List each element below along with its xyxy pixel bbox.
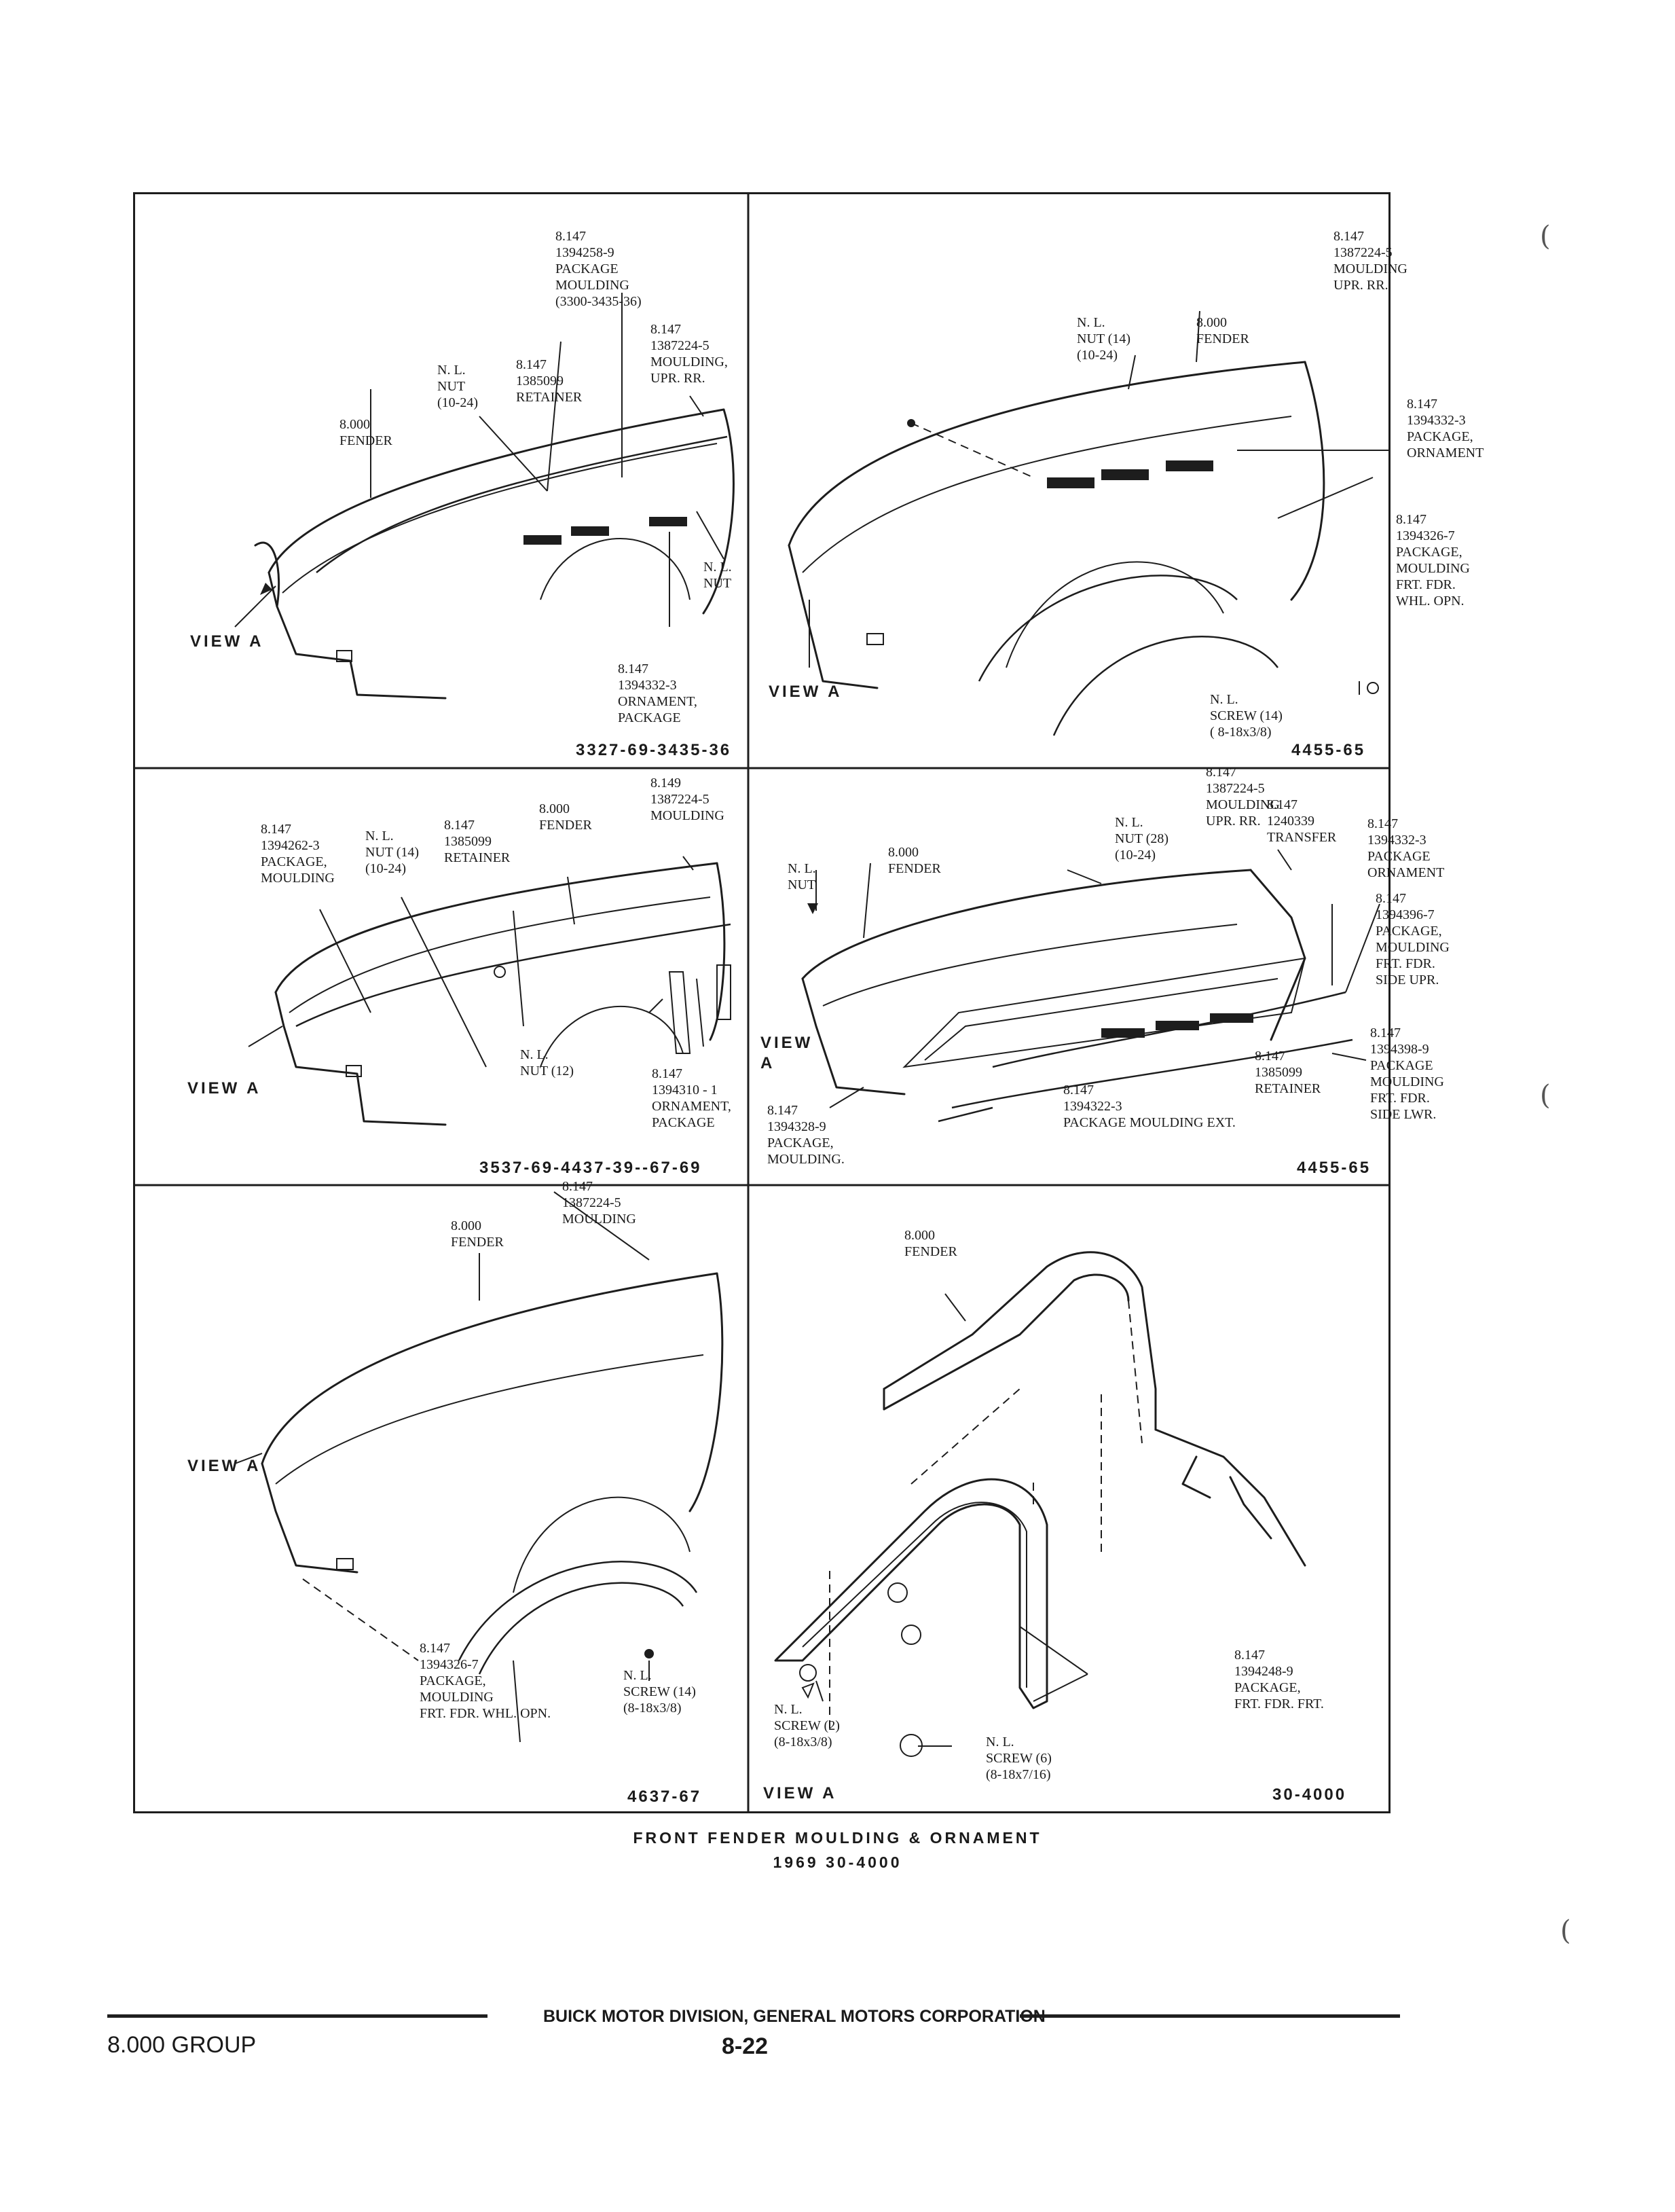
label-screw-6: N. L. SCREW (6) (8-18x7/16) bbox=[986, 1735, 1052, 1782]
figure-caption-title: FRONT FENDER MOULDING & ORNAMENT bbox=[633, 1829, 1042, 1847]
parts-diagram-grid: 8.147 1394258-9 PACKAGE MOULDING (3300-3… bbox=[133, 192, 1484, 1813]
label-screw: N. L. SCREW (14) ( 8-18x3/8) bbox=[1210, 692, 1283, 740]
footer-page-number: 8-22 bbox=[722, 2033, 769, 2059]
margin-mark: ( bbox=[1540, 221, 1551, 252]
panel-4-drawing bbox=[801, 849, 1380, 1123]
panel-6-drawing bbox=[774, 1251, 1306, 1757]
margin-mark: ( bbox=[1560, 1915, 1571, 1946]
label-package-moulding: 8.147 1394262-3 PACKAGE, MOULDING bbox=[261, 822, 335, 886]
view-a-label: VIEW A bbox=[187, 1079, 261, 1098]
footer-company: BUICK MOTOR DIVISION, GENERAL MOTORS COR… bbox=[543, 2007, 1046, 2026]
view-a-label: VIEW A bbox=[763, 1784, 837, 1802]
label-nut: N. L. NUT (14) (10-24) bbox=[1077, 315, 1131, 363]
panel-6-caption: 30-4000 bbox=[1272, 1785, 1347, 1804]
label-package-ornament: 8.147 1394332-3 PACKAGE, ORNAMENT bbox=[1407, 397, 1484, 460]
label-nut-right: N. L. NUT bbox=[703, 560, 732, 591]
panel-3: 8.149 1387224-5 MOULDING 8.000 FENDER 8.… bbox=[133, 768, 748, 1185]
panel-1-caption: 3327-69-3435-36 bbox=[576, 741, 732, 759]
grid-lines bbox=[133, 192, 1391, 1813]
label-fender: 8.000 FENDER bbox=[451, 1218, 504, 1250]
panel-6: 8.000 FENDER 8.147 1394248-9 PACKAGE, FR… bbox=[748, 1185, 1391, 1813]
panel-5-drawing bbox=[234, 1191, 724, 1743]
label-package-moulding-whl-opn: 8.147 1394326-7 PACKAGE, MOULDING FRT. F… bbox=[1396, 512, 1470, 609]
panel-3-caption: 3537-69-4437-39--67-69 bbox=[479, 1159, 702, 1177]
label-ornament-package: 8.147 1394310 - 1 ORNAMENT, PACKAGE bbox=[652, 1066, 731, 1130]
view-a-label: VIEW A bbox=[190, 632, 264, 651]
panel-2-drawing bbox=[788, 310, 1391, 736]
label-screw-2: N. L. SCREW (2) (8-18x3/8) bbox=[774, 1702, 840, 1749]
label-package-moulding: 8.147 1394258-9 PACKAGE MOULDING (3300-3… bbox=[555, 229, 642, 309]
label-nut-28: N. L. NUT (28) (10-24) bbox=[1115, 815, 1169, 863]
label-package-moulding: 8.147 1394328-9 PACKAGE, MOULDING. bbox=[767, 1103, 845, 1167]
label-moulding-upr-rr: 8.147 1387224-5 MOULDING, UPR. RR. bbox=[650, 322, 728, 386]
label-moulding-side-upr: 8.147 1394396-7 PACKAGE, MOULDING FRT. F… bbox=[1376, 891, 1450, 987]
label-fender: 8.000 FENDER bbox=[539, 801, 592, 833]
label-package-moulding-whl-opn: 8.147 1394326-7 PACKAGE, MOULDING FRT. F… bbox=[420, 1641, 551, 1721]
label-nut: N. L. NUT (14) (10-24) bbox=[365, 829, 420, 876]
label-package-frt-fdr-frt: 8.147 1394248-9 PACKAGE, FRT. FDR. FRT. bbox=[1234, 1648, 1324, 1711]
label-fender: 8.000 FENDER bbox=[339, 417, 392, 448]
view-a-label: VIEW A bbox=[760, 1034, 813, 1072]
figure-caption: FRONT FENDER MOULDING & ORNAMENT 1969 30… bbox=[0, 1826, 1675, 1874]
panel-3-drawing bbox=[248, 856, 731, 1126]
footer-group: 8.000 GROUP bbox=[107, 2032, 257, 2058]
view-a-label: VIEW A bbox=[187, 1457, 261, 1475]
footer-rule-left bbox=[107, 2014, 487, 2018]
panel-2-caption: 4455-65 bbox=[1291, 741, 1366, 759]
panel-1: 8.147 1394258-9 PACKAGE MOULDING (3300-3… bbox=[133, 192, 748, 768]
label-moulding: 8.147 1387224-5 MOULDING bbox=[562, 1179, 636, 1227]
panel-4-caption: 4455-65 bbox=[1297, 1159, 1372, 1177]
label-nut: N. L. NUT bbox=[788, 861, 816, 892]
panel-4: 8.147 1387224-5 MOULDING UPR. RR. 8.147 … bbox=[748, 765, 1450, 1185]
label-package-ornament: 8.147 1394332-3 PACKAGE ORNAMENT bbox=[1367, 816, 1445, 880]
label-nut: N. L. NUT (10-24) bbox=[437, 363, 478, 410]
panel-5-caption: 4637-67 bbox=[627, 1788, 702, 1806]
label-moulding-upr-rr: 8.147 1387224-5 MOULDING UPR. RR. bbox=[1206, 765, 1280, 829]
figure-caption-subtitle: 1969 30-4000 bbox=[773, 1853, 902, 1871]
footer-rule-right bbox=[1020, 2014, 1400, 2018]
label-retainer: 8.147 1385099 RETAINER bbox=[516, 357, 583, 405]
label-fender: 8.000 FENDER bbox=[1196, 315, 1249, 346]
label-moulding-side-lwr: 8.147 1394398-9 PACKAGE MOULDING FRT. FD… bbox=[1370, 1026, 1444, 1122]
view-a-label: VIEW A bbox=[769, 683, 843, 701]
label-retainer: 8.147 1385099 RETAINER bbox=[1255, 1049, 1321, 1096]
label-moulding-upr-rr: 8.147 1387224-5 MOULDING UPR. RR. bbox=[1333, 229, 1407, 293]
panel-2: 8.147 1387224-5 MOULDING UPR. RR. N. L. … bbox=[748, 192, 1484, 768]
label-nut-12: N. L. NUT (12) bbox=[520, 1047, 574, 1078]
label-retainer: 8.147 1385099 RETAINER bbox=[444, 818, 511, 865]
panel-1-drawing bbox=[234, 293, 735, 700]
label-transfer: 8.147 1240339 TRANSFER bbox=[1267, 797, 1337, 845]
panel-5: 8.147 1387224-5 MOULDING 8.000 FENDER 8.… bbox=[133, 1179, 748, 1813]
label-screw: N. L. SCREW (14) (8-18x3/8) bbox=[623, 1668, 696, 1716]
label-moulding: 8.149 1387224-5 MOULDING bbox=[650, 776, 724, 823]
margin-mark: ( bbox=[1540, 1080, 1551, 1111]
label-fender: 8.000 FENDER bbox=[888, 845, 941, 876]
label-ornament-package: 8.147 1394332-3 ORNAMENT, PACKAGE bbox=[618, 661, 697, 725]
label-moulding-ext: 8.147 1394322-3 PACKAGE MOULDING EXT. bbox=[1063, 1083, 1236, 1130]
label-fender: 8.000 FENDER bbox=[904, 1228, 957, 1259]
